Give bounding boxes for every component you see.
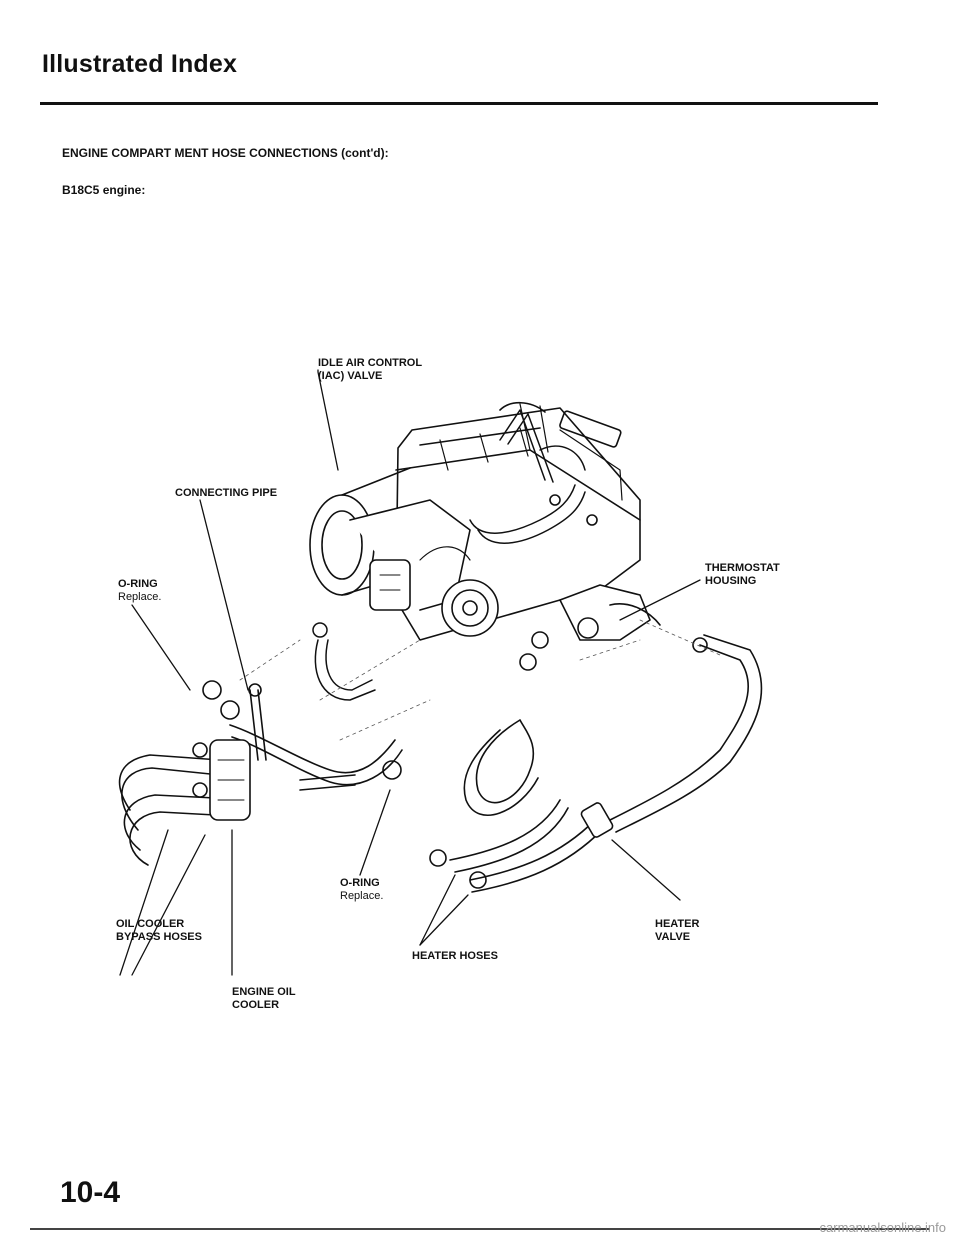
title-rule (40, 102, 878, 105)
page-number: 10-4 (60, 1176, 121, 1209)
callout-o-ring-left: O-RING Replace. (118, 578, 161, 604)
callout-connecting-pipe-line1: CONNECTING PIPE (175, 487, 278, 499)
callout-thermostat-housing-line2: HOUSING (705, 575, 757, 587)
section-title: ENGINE COMPART MENT HOSE CONNECTIONS (co… (62, 146, 389, 160)
watermark: carmanualsonline.info (819, 1220, 946, 1235)
callout-o-ring-left-line2: Replace. (118, 591, 162, 603)
lower-pipe-drawing (299, 760, 402, 791)
callout-heater-valve-line1: HEATER (655, 918, 700, 930)
callout-engine-oil-cooler-line1: ENGINE OIL (232, 986, 296, 998)
leader-lines (119, 369, 701, 976)
callout-heater-hoses: HEATER HOSES (412, 950, 498, 963)
callout-heater-valve-line2: VALVE (655, 931, 691, 943)
callout-o-ring-center-line1: O-RING (340, 877, 380, 889)
callout-thermostat-housing: THERMOSTAT HOUSING (705, 562, 780, 588)
callout-iac-valve-line1: IDLE AIR CONTROL (318, 357, 423, 369)
callout-o-ring-center: O-RING Replace. (340, 877, 383, 903)
idle-hose-drawing (312, 622, 376, 701)
callout-connecting-pipe: CONNECTING PIPE (175, 487, 277, 500)
callout-iac-valve-line2: (IAC) VALVE (318, 370, 383, 382)
callout-iac-valve: IDLE AIR CONTROL (IAC) VALVE (318, 357, 422, 383)
callout-oil-cooler-bypass-line2: BYPASS HOSES (116, 931, 202, 943)
callout-oil-cooler-bypass-line1: OIL COOLER (116, 918, 185, 930)
callout-engine-oil-cooler-line2: COOLER (232, 999, 280, 1011)
callout-o-ring-center-line2: Replace. (340, 890, 384, 902)
thermostat-housing-drawing (519, 584, 661, 671)
callout-heater-valve: HEATER VALVE (655, 918, 699, 944)
callout-heater-hoses-line1: HEATER HOSES (412, 950, 498, 962)
intake-manifold-drawing (309, 467, 499, 637)
callout-engine-oil-cooler: ENGINE OIL COOLER (232, 986, 296, 1012)
callout-o-ring-left-line1: O-RING (118, 578, 158, 590)
footer-rule (30, 1228, 930, 1230)
connecting-pipe-drawing (202, 680, 403, 786)
upper-hoses-drawing (469, 409, 586, 544)
page-title: Illustrated Index (42, 50, 238, 78)
callout-oil-cooler-bypass: OIL COOLER BYPASS HOSES (116, 918, 202, 944)
engine-label: B18C5 engine: (62, 183, 146, 197)
oil-cooler-drawing (118, 739, 251, 866)
callout-thermostat-housing-line1: THERMOSTAT (705, 562, 780, 574)
heater-hoses-drawing (429, 634, 763, 893)
